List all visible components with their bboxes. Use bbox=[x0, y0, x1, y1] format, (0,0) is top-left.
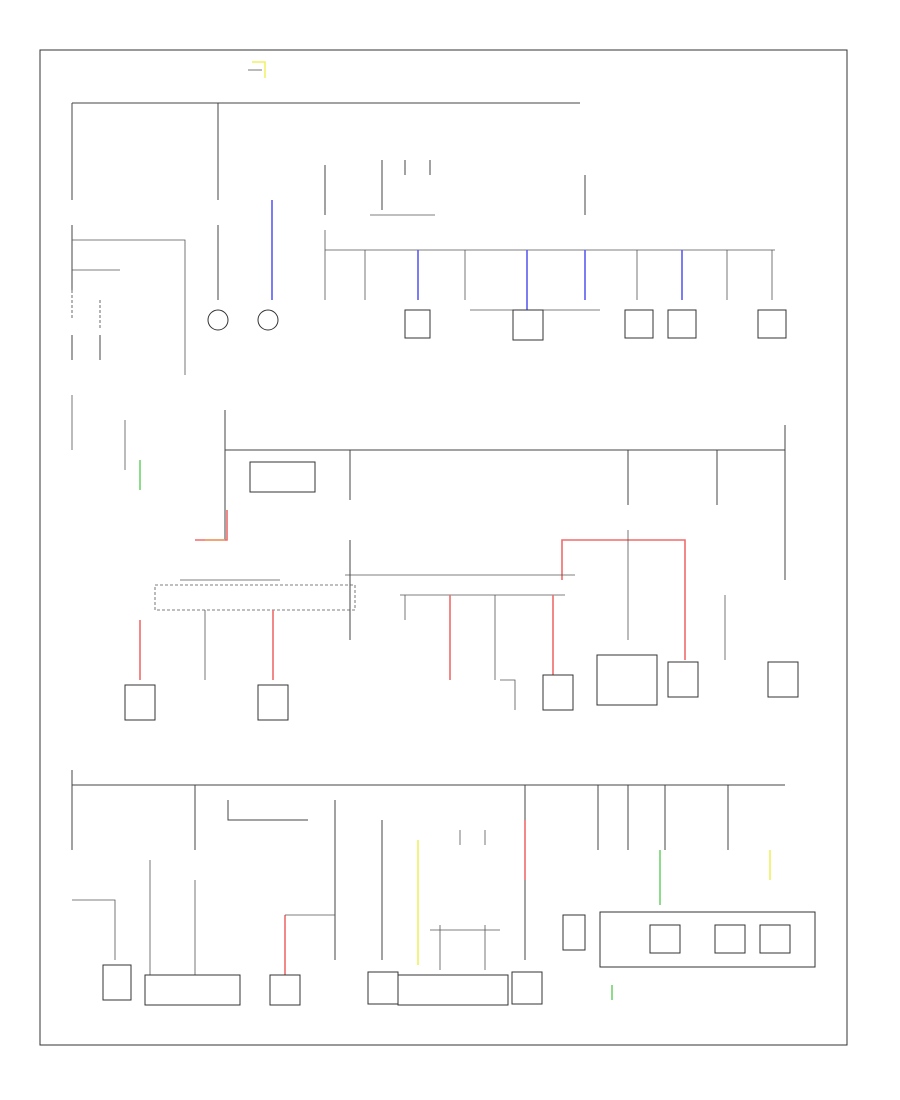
bottom-section bbox=[71, 770, 816, 1006]
middle-section bbox=[124, 410, 799, 721]
top-section bbox=[71, 61, 787, 490]
diagram-border bbox=[39, 49, 848, 1046]
